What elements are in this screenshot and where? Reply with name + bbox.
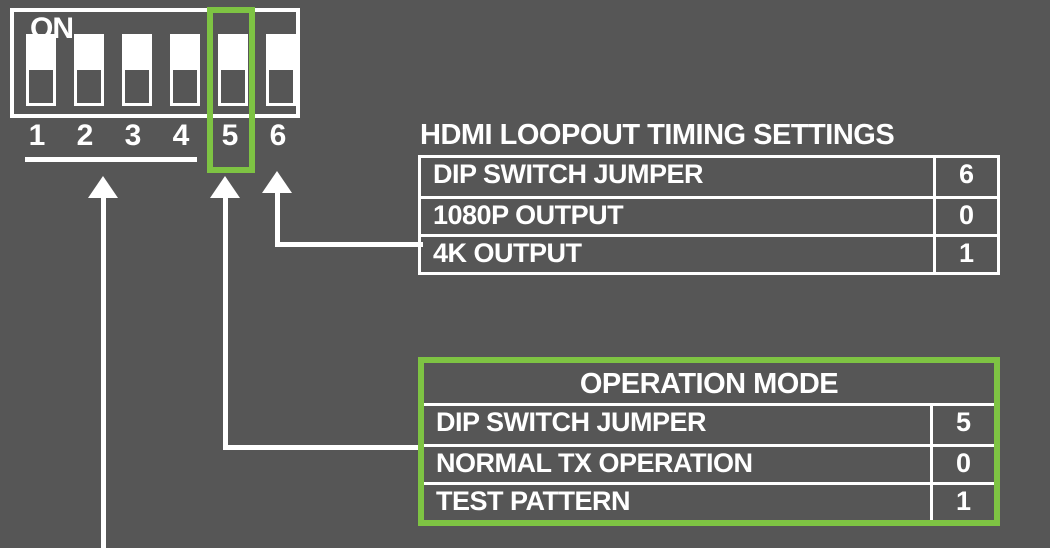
- row-label: NORMAL TX OPERATION: [436, 448, 753, 478]
- row-label: 4K OUTPUT: [433, 238, 582, 268]
- table-row: DIP SWITCH JUMPER 6: [421, 158, 997, 196]
- dip-switch-slot-1[interactable]: [26, 34, 56, 106]
- dip-switch-package: ON: [10, 8, 300, 118]
- table-operation-mode-grid: DIP SWITCH JUMPER 5 NORMAL TX OPERATION …: [424, 403, 994, 520]
- row-value: 1: [930, 485, 994, 520]
- dip-number-3: 3: [124, 119, 142, 152]
- table-hdmi-loopout-grid: DIP SWITCH JUMPER 6 1080P OUTPUT 0 4K OU…: [418, 155, 1000, 275]
- dip-switch-slot-2[interactable]: [74, 34, 104, 106]
- row-value: 5: [930, 406, 994, 444]
- row-value: 0: [933, 199, 997, 234]
- dip-number-5: 5: [221, 119, 239, 152]
- dip-lever-1[interactable]: [29, 37, 53, 70]
- callout-arrow-head-switch-6: [262, 171, 292, 193]
- dip-lever-6[interactable]: [269, 37, 293, 70]
- dip-lever-5[interactable]: [221, 37, 245, 70]
- row-label: DIP SWITCH JUMPER: [433, 159, 704, 189]
- dip-switch-slot-3[interactable]: [122, 34, 152, 106]
- row-label: DIP SWITCH JUMPER: [436, 407, 707, 437]
- dip-switch-slot-5[interactable]: [218, 34, 248, 106]
- bracket-line-switches-1-4: [25, 157, 197, 162]
- table-hdmi-loopout: HDMI LOOPOUT TIMING SETTINGS DIP SWITCH …: [418, 118, 1000, 275]
- table-row: DIP SWITCH JUMPER 5: [424, 406, 994, 444]
- row-value: 6: [933, 158, 997, 196]
- dip-switch-slot-6[interactable]: [266, 34, 296, 106]
- callout-line-vertical-switch-6: [275, 191, 280, 247]
- dip-switch-slot-4[interactable]: [170, 34, 200, 106]
- table-row: TEST PATTERN 1: [424, 482, 994, 520]
- callout-line-vertical-switch-5: [223, 196, 228, 450]
- row-value: 0: [930, 447, 994, 482]
- table-row: 1080P OUTPUT 0: [421, 196, 997, 234]
- dip-lever-2[interactable]: [77, 37, 101, 70]
- dip-lever-3[interactable]: [125, 37, 149, 70]
- dip-number-1: 1: [28, 119, 46, 152]
- dip-lever-4[interactable]: [173, 37, 197, 70]
- callout-line-group-1-4: [101, 196, 106, 548]
- table-row: NORMAL TX OPERATION 0: [424, 444, 994, 482]
- table-operation-mode: OPERATION MODE DIP SWITCH JUMPER 5 NORMA…: [418, 357, 1000, 526]
- row-value: 1: [933, 237, 997, 272]
- callout-line-horizontal-switch-5: [223, 445, 423, 450]
- table-hdmi-loopout-title: HDMI LOOPOUT TIMING SETTINGS: [420, 119, 895, 151]
- callout-line-horizontal-switch-6: [275, 242, 423, 247]
- callout-arrow-head-group-1-4: [88, 176, 118, 198]
- dip-number-4: 4: [172, 119, 190, 152]
- table-operation-mode-title: OPERATION MODE: [579, 368, 839, 400]
- table-row: 4K OUTPUT 1: [421, 234, 997, 272]
- dip-on-label: ON: [30, 12, 74, 45]
- dip-number-6: 6: [269, 119, 287, 152]
- dip-number-2: 2: [76, 119, 94, 152]
- callout-arrow-head-switch-5: [210, 176, 240, 198]
- highlight-box-switch-5: [207, 7, 255, 173]
- row-label: 1080P OUTPUT: [433, 200, 624, 230]
- row-label: TEST PATTERN: [436, 486, 631, 516]
